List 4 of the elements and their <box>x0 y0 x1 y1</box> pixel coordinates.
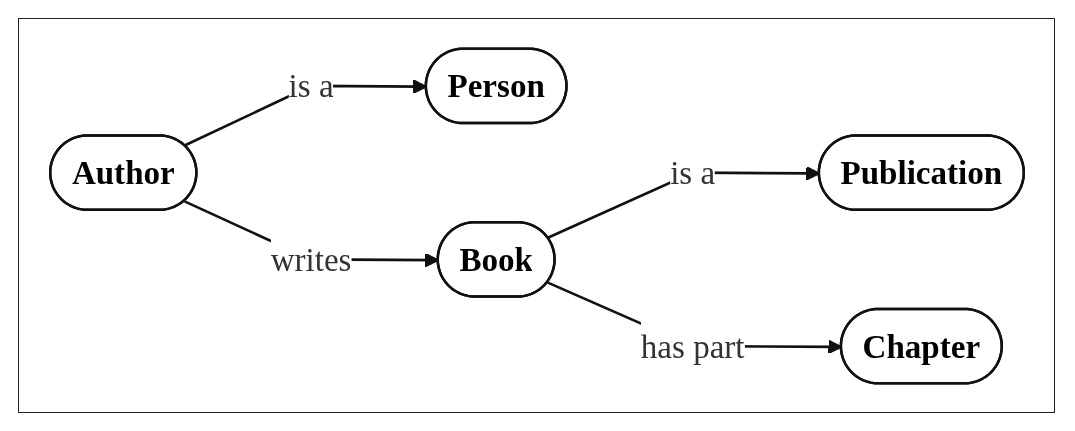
edge-label: is a <box>288 67 334 104</box>
edge-label: has part <box>640 327 745 364</box>
edge-label: is a <box>669 153 715 191</box>
edge-label: writes <box>270 240 351 278</box>
